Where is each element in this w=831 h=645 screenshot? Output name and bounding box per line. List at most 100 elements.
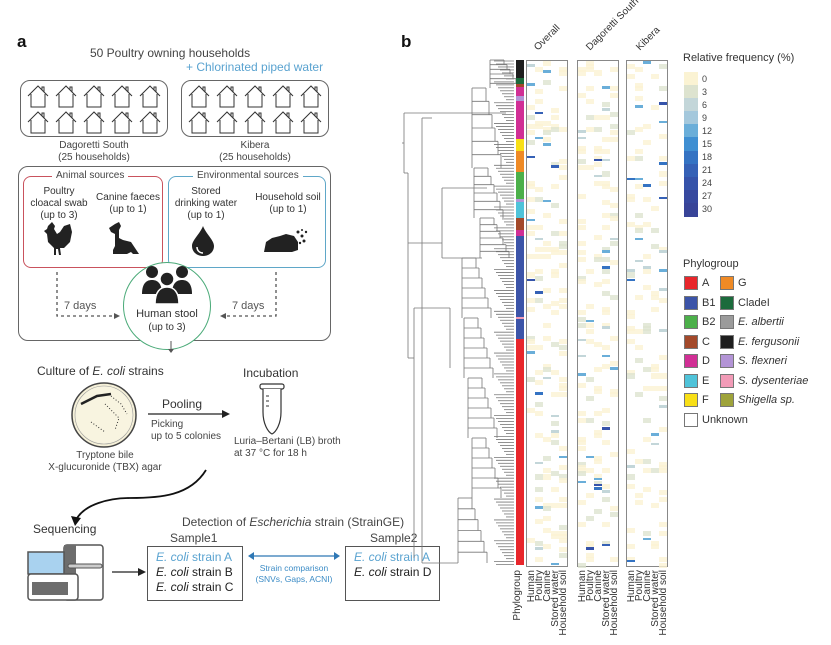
heatmap-cell — [627, 193, 635, 199]
legend-swatch — [684, 354, 698, 368]
house-icon — [244, 85, 266, 108]
heatmap-cell — [594, 480, 602, 486]
heatmap-cell — [586, 543, 594, 549]
heatmap-cell — [578, 310, 586, 316]
heatmap-cell — [610, 136, 618, 142]
house-icon — [188, 85, 210, 108]
house-icon — [111, 85, 133, 108]
heatmap-cell — [659, 250, 667, 253]
heatmap-cell — [610, 556, 618, 562]
heatmap-cell — [535, 487, 543, 493]
label-line: (up to 1) — [187, 210, 225, 221]
house-icon — [300, 85, 322, 108]
colorbar-step — [684, 163, 698, 178]
strain: strain B — [188, 565, 233, 579]
site-dagoretti: Dagoretti South (25 households) — [20, 140, 168, 164]
heatmap-cell — [551, 247, 559, 253]
legend-label: CladeI — [738, 296, 770, 309]
sample2-title: Sample2 — [370, 531, 418, 545]
heatmap-cell — [610, 130, 618, 136]
heatmap-cell — [551, 108, 559, 114]
heatmap-cell — [543, 79, 551, 85]
heatmap-cell — [627, 64, 635, 70]
heatmap-cell — [659, 395, 667, 401]
heatmap-cell — [594, 146, 602, 152]
heatmap-cell — [543, 199, 551, 203]
label-line: Tryptone bile — [76, 450, 134, 461]
house-icon — [244, 111, 266, 134]
species: E. coli — [156, 580, 189, 594]
phylogroup-axis-label: Phylogroup — [512, 570, 523, 621]
legend-swatch — [684, 276, 698, 290]
legend-swatch — [684, 412, 698, 427]
heatmap-cell — [659, 461, 667, 467]
colorbar-tick-label: 24 — [702, 178, 713, 189]
legend-swatch — [720, 334, 734, 349]
house-icon — [272, 111, 294, 134]
heatmap-cell — [627, 483, 635, 489]
heatmap-cell — [594, 281, 602, 287]
detection-title: Detection of Escherichia strain (StrainG… — [182, 515, 404, 529]
heatmap-cell — [627, 465, 635, 468]
heatmap-cell — [602, 540, 610, 546]
heatmap-cell — [643, 417, 651, 423]
heatmap-cell — [643, 61, 651, 64]
heatmap-cell — [602, 420, 610, 426]
heatmap-cell — [602, 427, 610, 430]
heatmap-cell — [602, 490, 610, 493]
colorbar-tick-label: 0 — [702, 73, 708, 84]
colorbar-step — [684, 85, 698, 99]
heatmap-cell — [627, 326, 635, 332]
label-line: Poultry — [43, 186, 75, 197]
colorbar-title: Relative frequency (%) — [683, 52, 795, 64]
heatmap-cell — [586, 322, 594, 329]
label-line: (up to 1) — [269, 204, 307, 215]
heatmap-cell — [543, 70, 551, 73]
site-kibera: Kibera (25 households) — [181, 140, 329, 164]
comparison-label: Strain comparison (SNVs, Gaps, ACNI) — [246, 563, 342, 585]
test-tube-icon — [259, 383, 285, 435]
heatmap-cell — [535, 67, 543, 73]
heatmap-cell — [527, 184, 535, 190]
heatmap-cell — [602, 496, 610, 502]
heatmap-cell — [602, 250, 610, 253]
legend-swatch — [720, 354, 734, 368]
heatmap-cell — [578, 193, 586, 199]
heatmap-cell — [659, 180, 667, 186]
heatmap-cell — [578, 130, 586, 133]
heatmap-cell — [559, 502, 567, 508]
heatmap-cell — [602, 136, 610, 142]
heatmap-cell — [635, 149, 643, 155]
heatmap-cell — [559, 382, 567, 388]
heatmap-cell — [543, 335, 551, 341]
heatmap-cell — [559, 250, 567, 256]
strain-row: E. coli strain D — [354, 565, 431, 580]
house-icons-group — [188, 85, 322, 134]
heatmap-cell — [586, 329, 594, 335]
heatmap-cell — [535, 136, 543, 140]
heatmap-cell — [543, 528, 551, 534]
heatmap-cell — [602, 483, 610, 489]
heatmap-cell — [602, 269, 610, 275]
heatmap-cell — [578, 471, 586, 477]
heatmap-cell — [527, 155, 535, 159]
heatmap-cell — [635, 177, 643, 181]
heatmap-cell — [659, 155, 667, 161]
heatmap-cell — [578, 382, 586, 388]
heatmap-cell — [627, 329, 635, 335]
heatmap-cell — [659, 196, 667, 200]
text-italic: Escherichia — [249, 515, 312, 529]
phylogenetic-tree — [402, 59, 520, 566]
heatmap-cell — [551, 439, 559, 445]
heatmap-cell — [586, 468, 594, 474]
interval-left-label: 7 days — [64, 300, 97, 312]
heatmap-cell — [602, 158, 610, 162]
heatmap-cell — [586, 556, 594, 562]
heatmap-cell — [551, 114, 559, 120]
heatmap-cell — [578, 146, 586, 152]
heatmap-cell — [559, 477, 567, 483]
heatmap-cell — [543, 130, 551, 136]
heatmap-cell — [551, 534, 559, 540]
heatmap-cell — [586, 417, 594, 423]
heatmap-cell — [651, 468, 659, 474]
